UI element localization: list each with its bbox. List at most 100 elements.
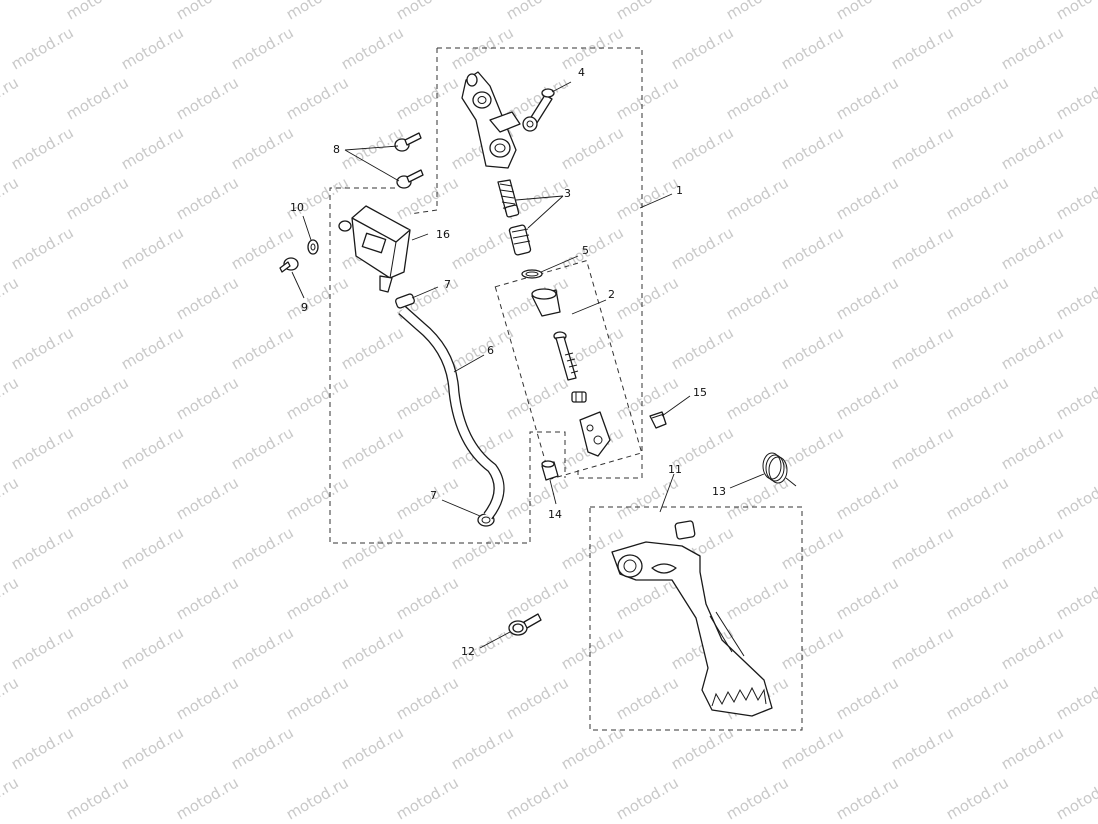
watermark-text: motod.ru	[888, 423, 957, 473]
watermark-text: motod.ru	[228, 623, 297, 673]
watermark-text: motod.ru	[833, 573, 902, 623]
watermark-text: motod.ru	[833, 273, 902, 323]
watermark-text: motod.ru	[283, 673, 352, 723]
watermark-text: motod.ru	[1053, 673, 1098, 723]
watermark-text: motod.ru	[943, 573, 1012, 623]
group-box-brake-pedal	[589, 506, 803, 731]
watermark-text: motod.ru	[8, 323, 77, 373]
watermark-text: motod.ru	[1053, 273, 1098, 323]
clevis-part	[579, 411, 611, 457]
watermark-text: motod.ru	[833, 73, 902, 123]
pushrod-part	[553, 331, 579, 381]
callout-16: 16	[436, 228, 450, 241]
watermark-text: motod.ru	[668, 123, 737, 173]
watermark-text: motod.ru	[998, 623, 1067, 673]
watermark-text: motod.ru	[888, 523, 957, 573]
watermark-text: motod.ru	[283, 373, 352, 423]
watermark-text: motod.ru	[338, 523, 407, 573]
watermark-text: motod.ru	[228, 323, 297, 373]
watermark-text: motod.ru	[228, 123, 297, 173]
watermark-text: motod.ru	[173, 373, 242, 423]
watermark-text: motod.ru	[833, 473, 902, 523]
callout-14: 14	[548, 508, 562, 521]
circlip-part	[521, 269, 543, 279]
watermark-text: motod.ru	[338, 323, 407, 373]
piston-part	[508, 224, 532, 256]
watermark-text: motod.ru	[0, 373, 22, 423]
watermark-text: motod.ru	[998, 723, 1067, 773]
watermark-text: motod.ru	[888, 123, 957, 173]
watermark-text: motod.ru	[613, 273, 682, 323]
watermark-text: motod.ru	[173, 173, 242, 223]
watermark-text: motod.ru	[723, 773, 792, 823]
watermark-text: motod.ru	[448, 623, 517, 673]
watermark-text: motod.ru	[173, 0, 242, 23]
watermark-text: motod.ru	[668, 723, 737, 773]
watermark-text: motod.ru	[503, 0, 572, 23]
callout-10: 10	[290, 201, 304, 214]
washer-part	[307, 239, 319, 255]
callout-7-lower: 7	[430, 489, 437, 502]
mounting-bolt-lower-part	[396, 169, 424, 189]
watermark-text: motod.ru	[283, 73, 352, 123]
watermark-text: motod.ru	[778, 723, 847, 773]
watermark-text: motod.ru	[503, 673, 572, 723]
watermark-text: motod.ru	[1053, 473, 1098, 523]
watermark-text: motod.ru	[63, 0, 132, 23]
watermark-text: motod.ru	[0, 473, 22, 523]
watermark-text: motod.ru	[228, 523, 297, 573]
watermark-text: motod.ru	[613, 0, 682, 23]
watermark-text: motod.ru	[8, 123, 77, 173]
watermark-text: motod.ru	[8, 523, 77, 573]
watermark-text: motod.ru	[283, 273, 352, 323]
watermark-text: motod.ru	[283, 473, 352, 523]
return-spring-part	[762, 452, 797, 487]
watermark-text: motod.ru	[888, 623, 957, 673]
locknut-part	[571, 391, 587, 403]
watermark-text: motod.ru	[778, 123, 847, 173]
watermark-text: motod.ru	[613, 73, 682, 123]
watermark-text: motod.ru	[173, 673, 242, 723]
watermark-text: motod.ru	[558, 723, 627, 773]
watermark-text: motod.ru	[888, 323, 957, 373]
watermark-text: motod.ru	[503, 373, 572, 423]
watermark-text: motod.ru	[1053, 773, 1098, 823]
watermark-text: motod.ru	[173, 573, 242, 623]
watermark-text: motod.ru	[118, 723, 187, 773]
watermark-text: motod.ru	[833, 173, 902, 223]
watermark-text: motod.ru	[723, 73, 792, 123]
watermark-text: motod.ru	[448, 723, 517, 773]
watermark-text: motod.ru	[613, 673, 682, 723]
hose-clip-upper-part	[395, 293, 415, 309]
callout-2: 2	[608, 288, 615, 301]
watermark-text: motod.ru	[613, 373, 682, 423]
watermark-text: motod.ru	[393, 73, 462, 123]
watermark-text: motod.ru	[448, 223, 517, 273]
watermark-text: motod.ru	[118, 423, 187, 473]
watermark-text: motod.ru	[613, 573, 682, 623]
reservoir-bolt-part	[279, 257, 299, 273]
watermark-text: motod.ru	[1053, 373, 1098, 423]
watermark-text: motod.ru	[778, 523, 847, 573]
watermark-text: motod.ru	[0, 0, 22, 23]
dust-boot-part	[531, 288, 561, 317]
watermark-text: motod.ru	[0, 73, 22, 123]
watermark-text: motod.ru	[943, 73, 1012, 123]
watermark-text: motod.ru	[833, 673, 902, 723]
watermark-text: motod.ru	[723, 473, 792, 523]
watermark-text: motod.ru	[998, 523, 1067, 573]
leader-lines	[291, 81, 765, 649]
watermark-text: motod.ru	[393, 473, 462, 523]
watermark-text: motod.ru	[338, 623, 407, 673]
watermark-text: motod.ru	[63, 573, 132, 623]
watermark-text: motod.ru	[118, 623, 187, 673]
watermark-text: motod.ru	[63, 273, 132, 323]
banjo-fitting-part	[522, 88, 555, 132]
watermark-text: motod.ru	[393, 773, 462, 823]
watermark-text: motod.ru	[118, 23, 187, 73]
watermark-text: motod.ru	[998, 323, 1067, 373]
callout-6: 6	[487, 344, 494, 357]
watermark-text: motod.ru	[118, 523, 187, 573]
group-box-reservoir-hose	[329, 187, 566, 544]
